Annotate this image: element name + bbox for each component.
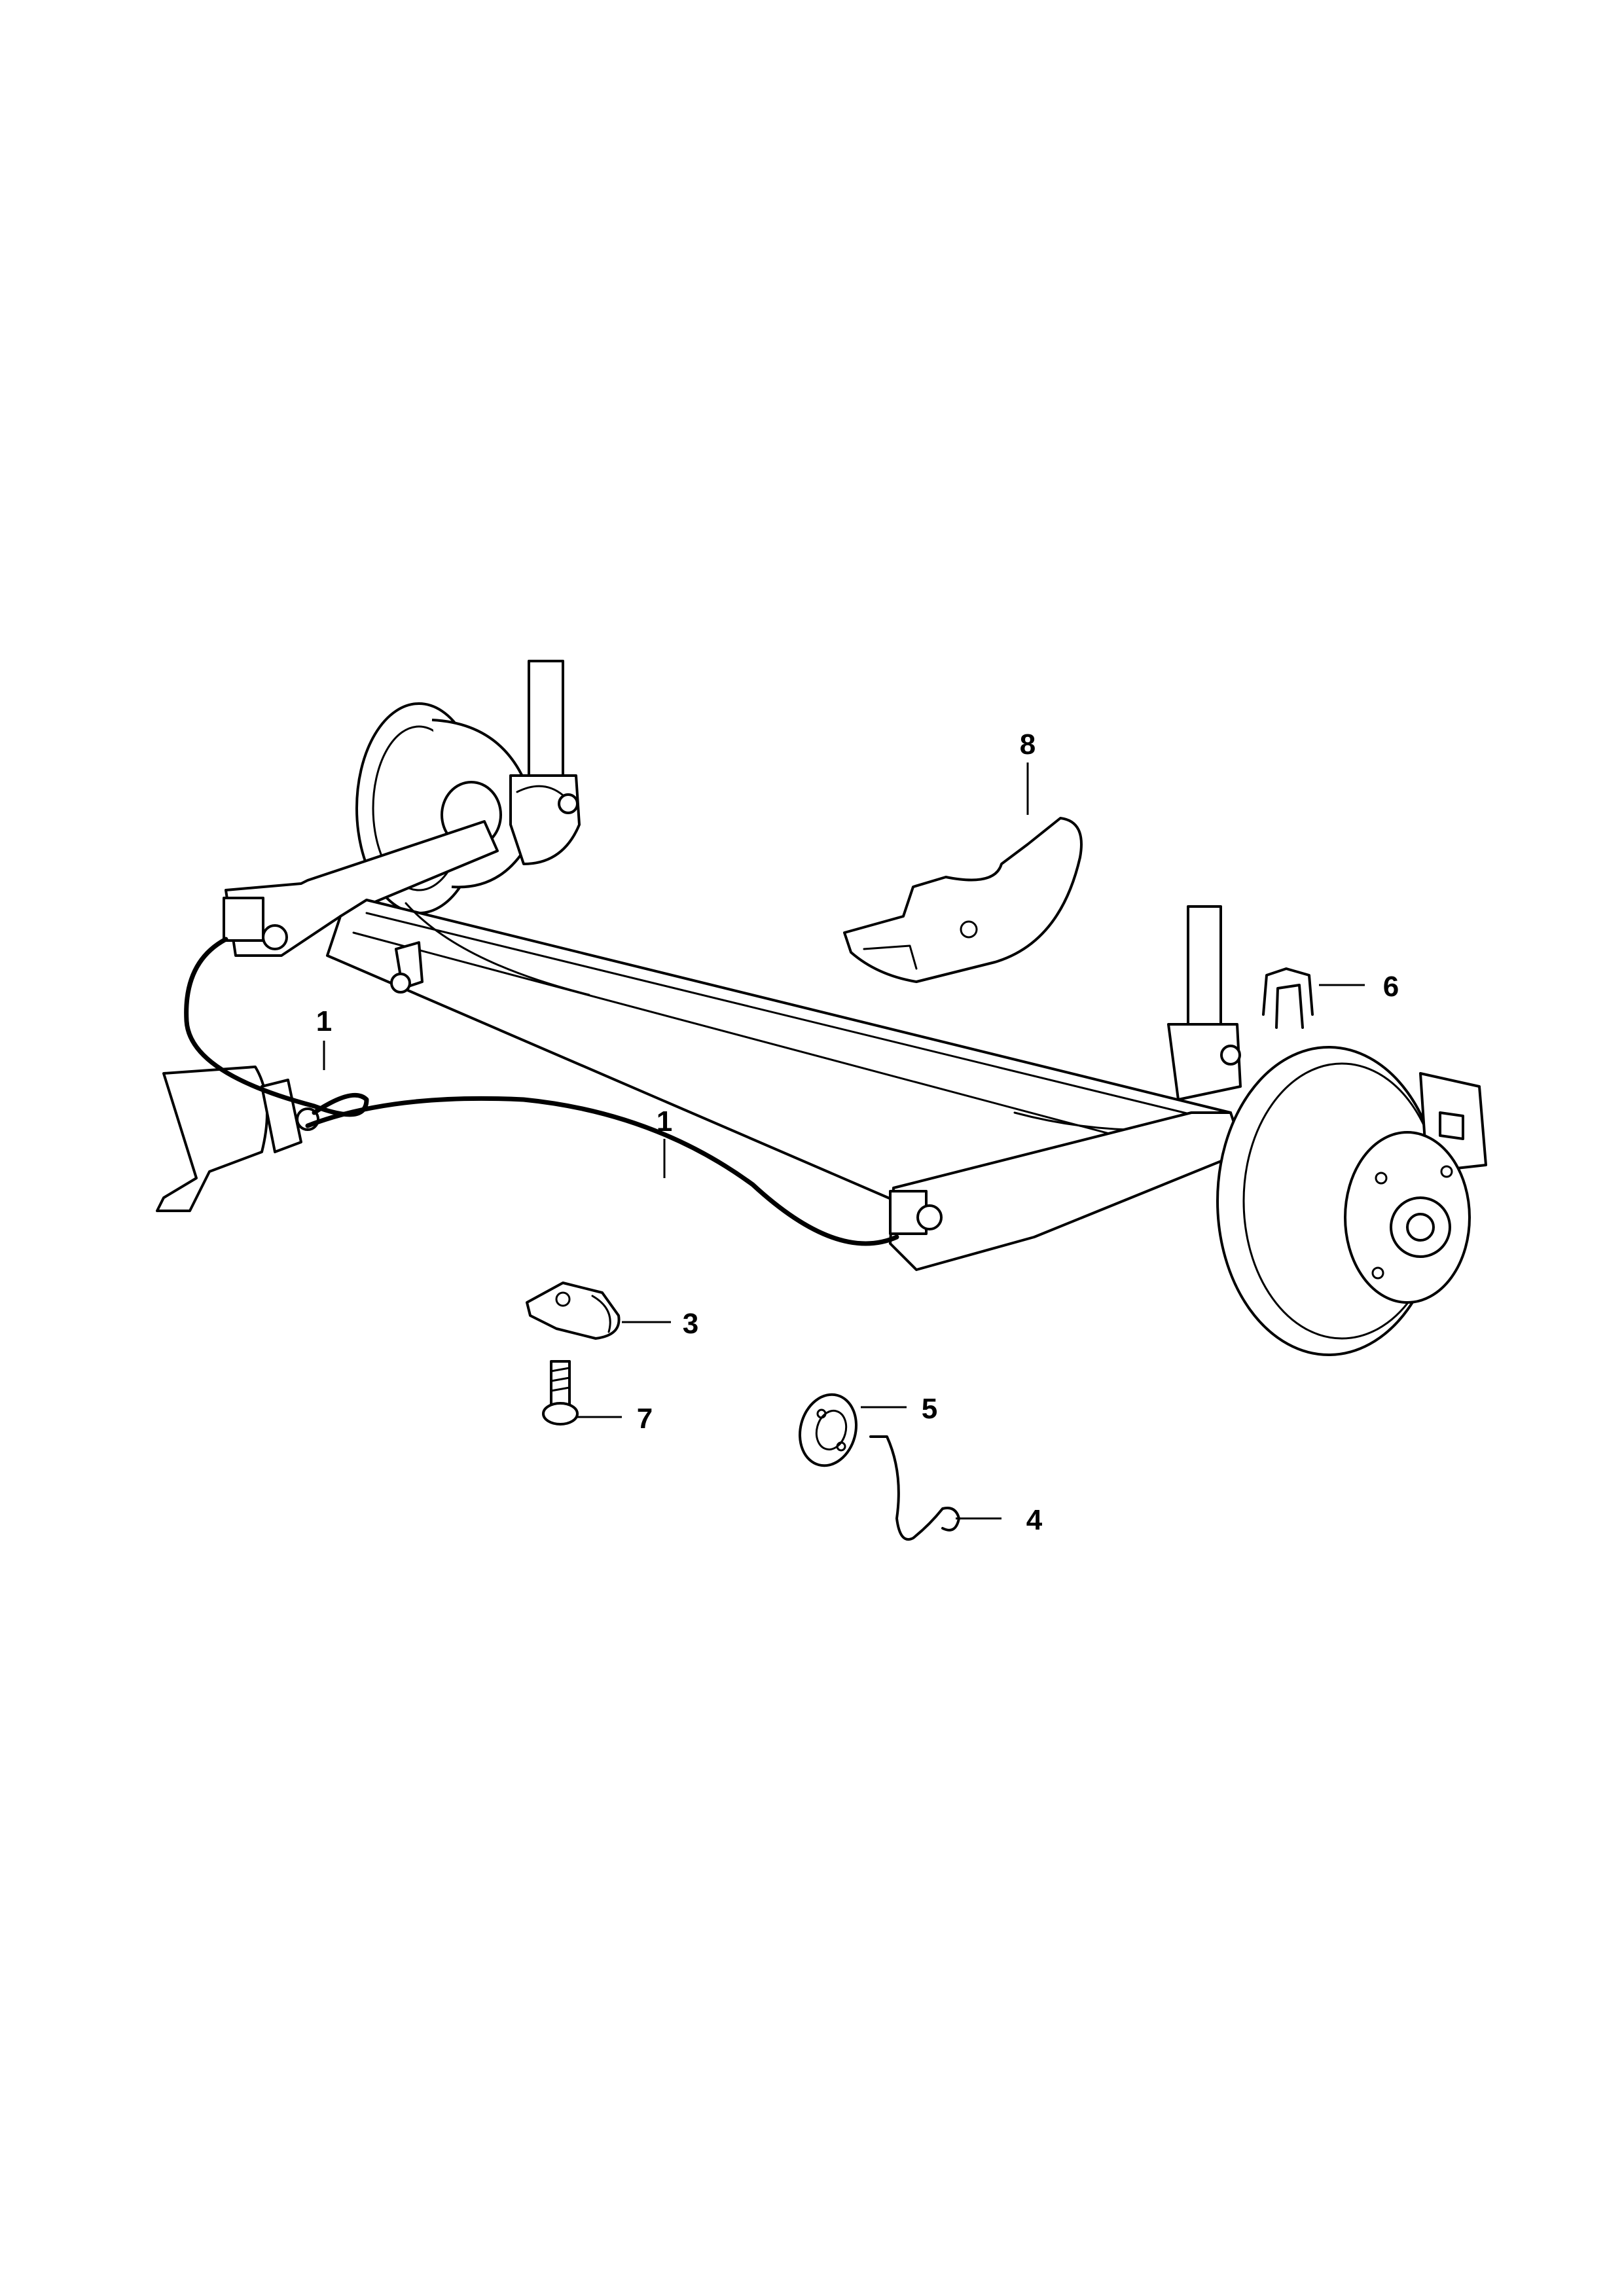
callout-5: 5 (922, 1393, 937, 1425)
callout-3: 3 (683, 1308, 698, 1340)
axle-beam (223, 820, 1245, 1271)
cable-clip (526, 1282, 621, 1340)
right-brake-drum (1216, 1046, 1487, 1356)
left-shock-absorber (509, 660, 581, 865)
cover-bracket (843, 817, 1083, 983)
spring-clip (1262, 967, 1314, 1029)
callout-6: 6 (1383, 971, 1399, 1003)
right-shock-absorber (1167, 905, 1242, 1101)
callout-8: 8 (1020, 728, 1036, 761)
callout-7: 7 (637, 1403, 653, 1435)
callout-1-left: 1 (316, 1005, 332, 1037)
body-connector-stub (156, 1066, 319, 1212)
callout-4: 4 (1026, 1504, 1043, 1536)
sensor-ring (799, 1393, 857, 1467)
callout-1-center: 1 (657, 1105, 672, 1138)
sensor-cable (184, 937, 899, 1246)
bolt (542, 1360, 579, 1426)
callout-leaders (323, 762, 1365, 1520)
wire-clip (869, 1435, 960, 1541)
